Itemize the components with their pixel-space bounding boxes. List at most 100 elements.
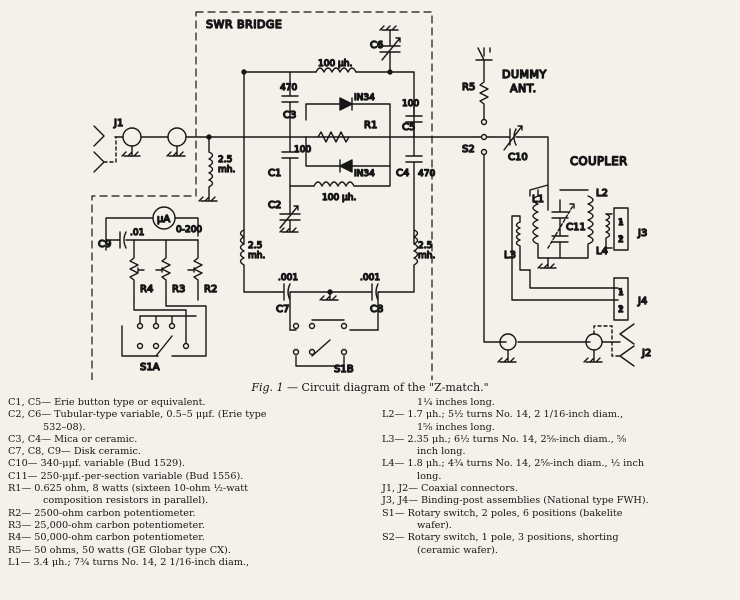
c2-capacitor	[279, 185, 301, 233]
part-ref: C1, C5	[8, 397, 42, 408]
part-description: — 3.4 μh.; 7¾ turns No. 14, 2 1/16-inch …	[20, 556, 250, 568]
value-diode-bot: IN34	[354, 169, 375, 179]
label-dummy: DUMMY	[502, 68, 547, 81]
part-description: — Tubular-type variable, 0.5–5 μμf. (Eri…	[41, 409, 267, 421]
value-c4: 470	[418, 169, 435, 179]
label-c6: C6	[370, 40, 383, 51]
part-description: — 0.625 ohm, 8 watts (sixteen 10-ohm ½-w…	[21, 483, 249, 495]
parts-list-item: L4 — 1.8 μh.; 4¾ turns No. 14, 2⅝-inch d…	[382, 458, 734, 470]
s2-switch	[477, 118, 495, 156]
part-description: — Erie button type or equivalent.	[41, 397, 206, 408]
label-l3: L3	[504, 250, 516, 261]
parts-list-item: C3, C4 — Mica or ceramic.	[8, 434, 376, 446]
value-diode-top: IN34	[354, 93, 375, 103]
parts-list-item: C7, C8, C9 — Disk ceramic.	[8, 446, 376, 458]
value-c9: .01	[130, 228, 144, 238]
part-description: — Mica or ceramic.	[41, 433, 138, 445]
c3-capacitor	[281, 71, 299, 138]
j2-connector-symbol	[497, 323, 635, 367]
part-ref: C10	[8, 458, 28, 470]
r2-pot	[187, 239, 203, 301]
parts-list-item: J1, J2 — Coaxial connectors.	[382, 483, 734, 495]
s1a-switch	[121, 299, 207, 357]
part-description: 1¼ inches long.	[417, 397, 495, 408]
part-ref: R4	[8, 532, 22, 544]
caption-text: — Circuit diagram of the "Z-match."	[283, 381, 489, 394]
part-description: — Binding-post assemblies (National type…	[408, 495, 649, 507]
label-c10: C10	[508, 152, 528, 163]
c10-capacitor	[493, 125, 549, 211]
caption-prefix: Fig. 1	[251, 381, 284, 394]
label-r5: R5	[462, 82, 475, 93]
j3-binding-post	[613, 207, 629, 251]
label-j3: J3	[637, 228, 647, 239]
label-c11: C11	[566, 222, 586, 233]
label-r3: R3	[172, 284, 185, 295]
part-description: — Rotary switch, 1 pole, 3 positions, sh…	[394, 532, 619, 544]
part-ref: C7, C8, C9	[8, 446, 62, 458]
parts-list-item: C2, C6 — Tubular-type variable, 0.5–5 μμ…	[8, 409, 376, 421]
value-j3-pin2: 2	[618, 235, 624, 245]
l3-coil	[515, 221, 531, 271]
c7-capacitor	[277, 283, 371, 301]
value-rfc-bl-2: mh.	[248, 251, 265, 261]
rfc-left-coil	[198, 136, 218, 202]
value-c5: 100	[402, 99, 419, 109]
parts-list-item: L3 — 2.35 μh.; 6½ turns No. 14, 2⅝-inch …	[382, 434, 734, 446]
part-description: long.	[417, 470, 442, 482]
coax-fitting	[166, 127, 187, 157]
parts-list-item: inch long.	[382, 446, 734, 458]
part-description: — 50 ohms, 50 watts (GE Globar type CX).	[21, 544, 231, 556]
parts-list-right: 1¼ inches long.L2 — 1.7 μh.; 5½ turns No…	[382, 397, 734, 557]
value-c8: .001	[360, 273, 380, 283]
label-r1: R1	[364, 120, 377, 131]
c4-capacitor	[405, 136, 423, 245]
part-description: (ceramic wafer).	[417, 544, 499, 556]
r3-pot	[155, 239, 171, 301]
value-j4-pin1: 1	[618, 288, 624, 298]
l2-coil	[587, 195, 594, 253]
part-ref: L2	[382, 409, 395, 421]
parts-list-item: long.	[382, 471, 734, 483]
label-j2: J2	[641, 348, 651, 359]
label-coupler: COUPLER	[570, 154, 628, 168]
parts-list-item: (ceramic wafer).	[382, 545, 734, 557]
part-description: — Coaxial connectors.	[408, 483, 518, 495]
swr-bridge-enclosure	[91, 11, 433, 380]
parts-list-item: C1, C5 — Erie button type or equivalent.	[8, 397, 376, 409]
parts-list-item: composition resistors in parallel).	[8, 495, 376, 507]
part-description: — 50,000-ohm carbon potentiometer.	[21, 532, 205, 544]
part-ref: C2, C6	[8, 409, 42, 421]
part-description: — 25,000-ohm carbon potentiometer.	[21, 519, 205, 531]
part-description: — Disk ceramic.	[61, 446, 141, 458]
diode-top	[305, 97, 391, 138]
part-description: composition resistors in parallel).	[43, 495, 209, 507]
rfc-bridge-right-coil	[379, 229, 419, 293]
label-c5: C5	[402, 122, 415, 133]
label-c9: C9	[98, 239, 111, 250]
label-s2: S2	[462, 144, 475, 155]
part-description: wafer).	[417, 519, 452, 531]
parts-list-item: L1 — 3.4 μh.; 7¾ turns No. 14, 2 1/16-in…	[8, 557, 376, 569]
parts-list-item: 1¼ inches long.	[382, 397, 734, 409]
part-ref: J1, J2	[382, 483, 409, 495]
circuit-diagram: SWR BRIDGE DUMMY ANT. COUPLER J1 J2 J3 J…	[91, 11, 652, 380]
value-j4-pin2: 2	[618, 305, 624, 315]
label-c8: C8	[370, 304, 383, 315]
c8-capacitor	[369, 283, 381, 301]
l-top-coil	[315, 67, 357, 73]
coupler-coils	[511, 184, 619, 301]
r5-dummy-load	[475, 47, 493, 120]
part-ref: R1	[8, 483, 22, 495]
label-s1a: S1A	[140, 362, 160, 373]
parts-list-item: 1⅝ inches long.	[382, 422, 734, 434]
part-description: — Rotary switch, 2 poles, 6 positions (b…	[394, 507, 623, 519]
value-rfc-bl: 2.5	[248, 241, 262, 251]
value-rfc-br: 2.5	[418, 241, 432, 251]
r4-pot	[129, 239, 145, 301]
j1-connector-symbol	[93, 125, 142, 173]
part-description: — 250-μμf.-per-section variable (Bud 155…	[27, 470, 244, 482]
value-l-mid: 100 μh.	[322, 193, 356, 203]
l-mid-coil	[313, 165, 391, 187]
part-description: — 1.8 μh.; 4¾ turns No. 14, 2⅝-inch diam…	[394, 458, 645, 470]
